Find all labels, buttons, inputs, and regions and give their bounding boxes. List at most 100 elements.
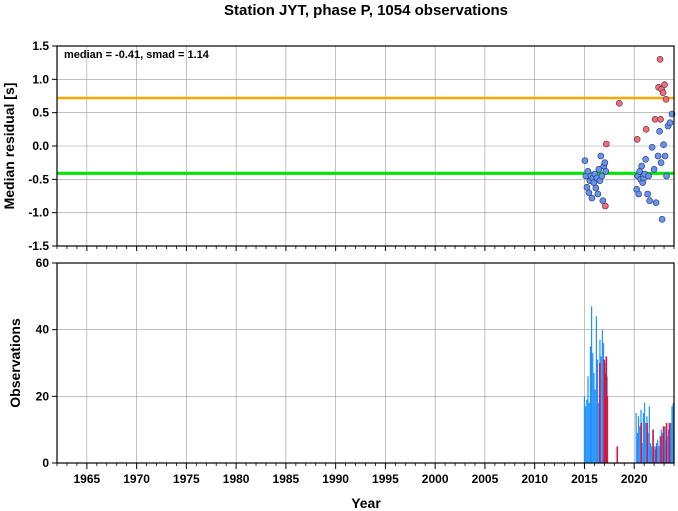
observation-outlier-bar [604, 373, 607, 463]
observations-y-axis-label: Observations [7, 318, 23, 408]
residual-y-tick-label: -1.0 [28, 206, 49, 220]
residual-point [658, 216, 666, 223]
observation-bar [601, 329, 603, 463]
observation-bar [596, 359, 599, 463]
residual-y-tick-label: -1.5 [28, 239, 49, 253]
residual-point [642, 156, 649, 163]
observation-bar [659, 436, 661, 463]
x-tick-label: 1965 [74, 472, 101, 486]
observation-bar [588, 403, 590, 463]
observation-bar [667, 429, 670, 463]
residual-outlier-point [615, 100, 623, 107]
observation-outlier-bar [599, 363, 601, 463]
observation-bar [661, 433, 664, 463]
residual-outlier-point [659, 89, 667, 96]
observation-outlier-bar [665, 423, 668, 463]
residual-outlier-point [633, 136, 641, 143]
observation-outlier-bar [605, 356, 608, 463]
observation-bar [645, 423, 647, 463]
residual-point [638, 162, 645, 170]
residual-point [645, 172, 652, 180]
observation-bar [585, 406, 587, 463]
x-tick-label: 2000 [422, 472, 449, 486]
residual-y-axis-label: Median residual [s] [1, 83, 17, 210]
residual-point [654, 152, 662, 160]
residual-point [663, 172, 670, 180]
observation-bar [648, 406, 650, 463]
observation-bar [637, 416, 640, 463]
observation-bar [670, 423, 672, 463]
residual-point [598, 172, 606, 180]
observation-outlier-bar [616, 446, 619, 463]
residual-point [648, 144, 656, 151]
residual-point [595, 166, 603, 173]
observation-bar [589, 346, 592, 463]
observation-outlier-bar [652, 429, 654, 463]
observation-bar [657, 439, 659, 463]
observation-bar [639, 426, 641, 463]
observation-bar [598, 403, 600, 463]
observations-y-tick-label: 40 [36, 323, 50, 337]
residual-outlier-point [603, 140, 610, 148]
residual-outlier-point [651, 116, 659, 123]
residual-point [652, 199, 660, 206]
residual-point [584, 168, 592, 175]
residual-point [588, 194, 596, 202]
observations-y-tick-label: 20 [36, 389, 50, 403]
residual-point [592, 184, 600, 192]
x-tick-label: 2005 [472, 472, 499, 486]
median-smad-annotation: median = -0.41, smad = 1.14 [64, 49, 210, 61]
residual-point [646, 197, 653, 204]
residual-point [657, 159, 665, 166]
residual-outlier-point [662, 96, 670, 103]
observation-bar [600, 356, 602, 463]
observation-outlier-bar [603, 359, 606, 463]
residual-point [635, 190, 642, 198]
residual-outlier-point [656, 56, 664, 63]
residual-point [597, 152, 605, 160]
observation-bar [651, 446, 653, 463]
observation-bar [591, 306, 593, 463]
observation-outlier-bar [668, 423, 671, 463]
observation-bar [586, 399, 588, 463]
observation-bar [636, 433, 638, 463]
residual-panel: -1.5-1.0-0.50.00.51.01.5 median = -0.41,… [1, 39, 676, 253]
x-tick-label: 1990 [322, 472, 349, 486]
observation-outlier-bar [640, 423, 642, 463]
residual-y-tick-label: 0.5 [32, 106, 49, 120]
observations-y-tick-label: 0 [42, 456, 49, 470]
x-tick-label: 1970 [123, 472, 150, 486]
x-axis-label: Year [351, 495, 381, 511]
observation-bar [649, 443, 652, 463]
x-tick-label: 2010 [521, 472, 548, 486]
residual-point [660, 141, 667, 148]
residual-outlier-point [602, 202, 609, 210]
observation-bar [594, 389, 596, 463]
observation-bar [593, 373, 595, 463]
observation-bar [672, 403, 674, 463]
residual-point [585, 189, 593, 196]
observations-y-ticks: 0 20 40 60 [36, 256, 57, 470]
observation-outlier-bar [660, 436, 662, 463]
residual-point [599, 197, 607, 204]
residual-point [581, 157, 589, 164]
x-tick-label: 1985 [273, 472, 300, 486]
residual-point [666, 119, 674, 126]
observation-bar [658, 446, 660, 463]
observation-bar [587, 376, 589, 463]
observations-y-tick-label: 60 [36, 256, 50, 270]
observation-outlier-bar [606, 396, 609, 463]
observation-bars [583, 306, 674, 463]
observation-bar [641, 443, 643, 463]
residual-x-ticks [56, 246, 675, 251]
observation-bar [583, 396, 586, 463]
observation-bar [635, 413, 637, 463]
chart-title: Station JYT, phase P, 1054 observations [224, 2, 508, 19]
residual-point [650, 166, 658, 173]
x-tick-label: 1995 [372, 472, 399, 486]
observation-bar [643, 403, 646, 463]
residual-point [601, 159, 609, 166]
